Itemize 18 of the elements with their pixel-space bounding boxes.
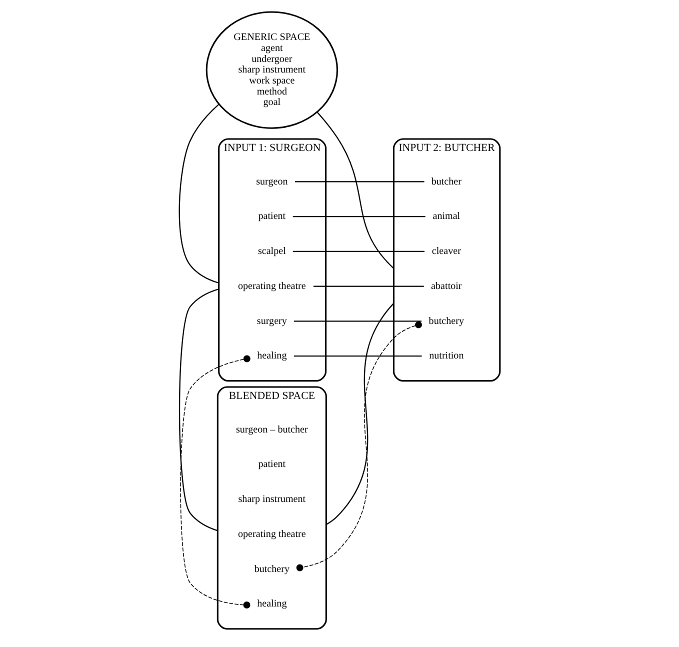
node-text: cleaver — [432, 246, 461, 258]
node-text: surgeon — [256, 176, 288, 188]
node-text: nutrition — [429, 350, 464, 362]
node-text: healing — [257, 350, 287, 362]
node-text: scalpel — [258, 246, 286, 258]
node-text: abattoir — [431, 280, 462, 292]
node-text: sharp instrument — [238, 494, 306, 506]
node-text: operating theatre — [238, 528, 306, 540]
node-text: surgery — [256, 316, 287, 327]
node-text: animal — [432, 211, 460, 222]
node-text: healing — [257, 598, 287, 610]
node-text: operating theatre — [238, 280, 306, 292]
node-text: butcher — [431, 176, 462, 188]
node-text: surgeon – butcher — [236, 424, 308, 436]
node-text: patient — [258, 211, 286, 222]
node-text: patient — [258, 459, 286, 470]
node-text: butchery — [428, 316, 464, 327]
node-text: butchery — [254, 564, 290, 575]
